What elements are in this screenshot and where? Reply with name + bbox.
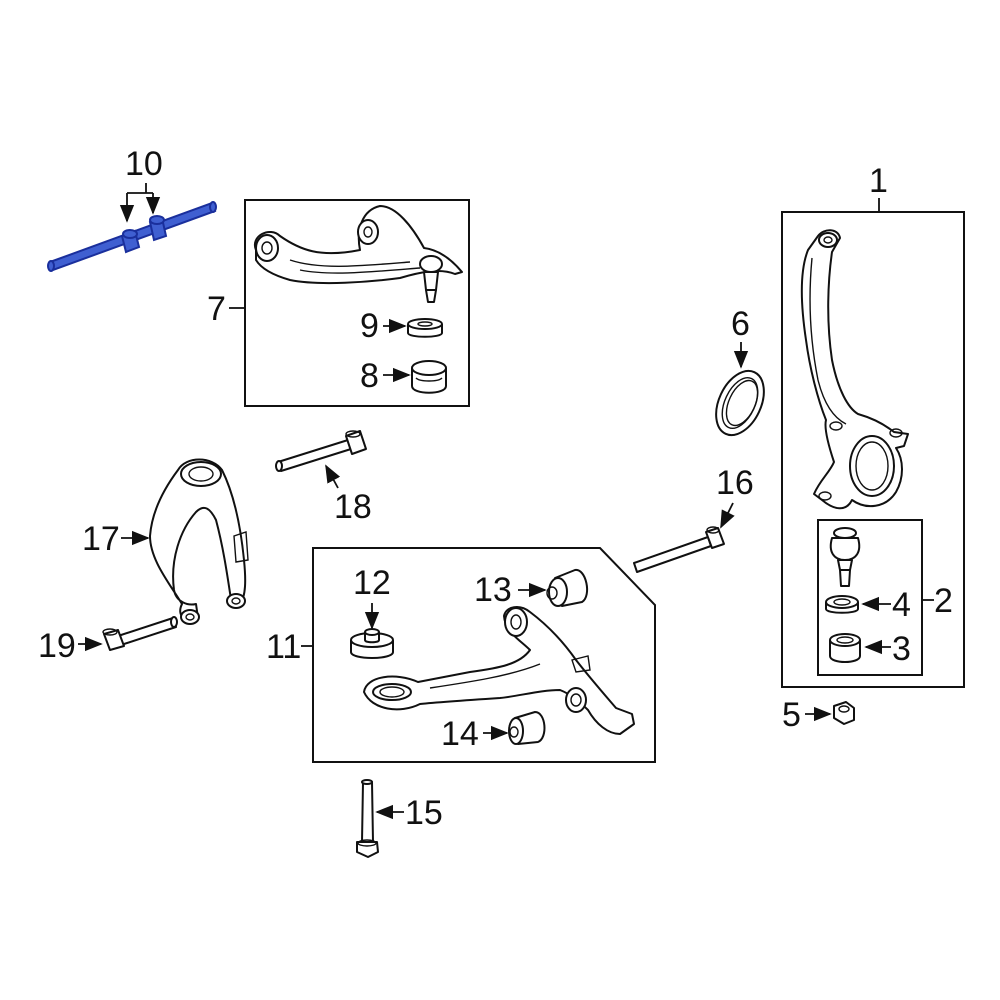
part-8-bushing[interactable] — [411, 360, 447, 394]
callout-label-11: 11 — [266, 628, 301, 666]
part-16-bolt[interactable] — [633, 526, 725, 573]
callout-label-16: 16 — [716, 464, 754, 502]
callout-10: 10 — [119, 145, 163, 223]
part-11-lower-control-arm[interactable] — [363, 606, 635, 735]
callout-2: 2 — [922, 582, 953, 620]
callout-1: 1 — [869, 162, 888, 212]
callout-label-5: 5 — [782, 696, 801, 734]
callout-19: 19 — [38, 627, 103, 665]
callout-label-17: 17 — [82, 520, 120, 558]
callout-label-13: 13 — [474, 571, 512, 609]
callout-5: 5 — [782, 696, 832, 734]
callout-label-19: 19 — [38, 627, 76, 665]
group-box-1 — [781, 211, 965, 688]
callout-6: 6 — [731, 305, 750, 369]
part-6-seal[interactable] — [707, 363, 774, 442]
callout-15: 15 — [375, 794, 443, 832]
part-17-fork[interactable] — [149, 458, 249, 625]
part-2-ball-joint[interactable] — [829, 527, 861, 587]
callout-4: 4 — [861, 586, 911, 624]
callout-16: 16 — [716, 464, 754, 529]
callout-18: 18 — [325, 464, 372, 526]
callout-label-2: 2 — [934, 582, 953, 620]
callout-17: 17 — [82, 520, 150, 558]
callout-label-10: 10 — [125, 145, 163, 183]
group-box-2 — [817, 519, 923, 676]
callout-label-8: 8 — [360, 357, 379, 395]
callout-label-4: 4 — [892, 586, 911, 624]
callout-label-1: 1 — [869, 162, 888, 200]
part-15-bolt[interactable] — [356, 779, 379, 858]
part-14-bushing[interactable] — [508, 711, 546, 745]
part-18-bolt[interactable] — [275, 430, 367, 472]
part-13-bushing[interactable] — [546, 569, 589, 607]
callout-label-7: 7 — [207, 290, 226, 328]
callout-label-9: 9 — [360, 307, 379, 345]
callout-label-14: 14 — [441, 715, 479, 753]
part-4-ring[interactable] — [825, 595, 859, 614]
callout-13: 13 — [474, 571, 547, 609]
part-12-bushing[interactable] — [350, 628, 394, 659]
callout-12: 12 — [353, 564, 391, 630]
part-19-bolt[interactable] — [102, 616, 178, 651]
callout-11: 11 — [266, 628, 313, 666]
callout-9: 9 — [360, 307, 407, 345]
callout-8: 8 — [360, 357, 411, 395]
part-1-steering-knuckle[interactable] — [800, 229, 909, 510]
part-10-bolt[interactable] — [47, 201, 217, 272]
callout-label-6: 6 — [731, 305, 750, 343]
callout-3: 3 — [864, 630, 911, 668]
callout-label-12: 12 — [353, 564, 391, 602]
callout-label-18: 18 — [334, 488, 372, 526]
callout-7: 7 — [207, 290, 245, 328]
part-3-dust-boot[interactable] — [829, 633, 861, 663]
part-7-upper-control-arm[interactable] — [253, 205, 463, 303]
part-9-washer[interactable] — [407, 318, 443, 338]
callout-14: 14 — [441, 715, 509, 753]
callout-label-3: 3 — [892, 630, 911, 668]
group-box-7 — [244, 199, 470, 407]
group-box-11 — [312, 547, 656, 763]
part-5-nut[interactable] — [833, 701, 855, 725]
callout-label-15: 15 — [405, 794, 443, 832]
